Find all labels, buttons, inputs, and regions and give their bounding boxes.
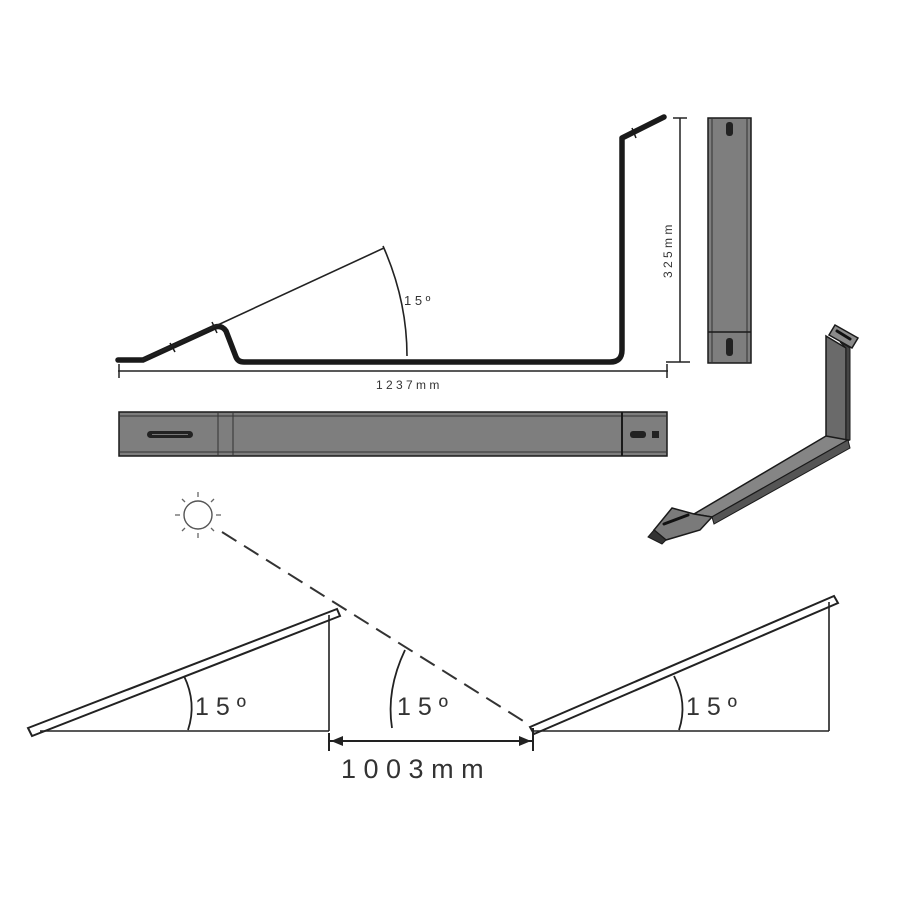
- length-label: 1 2 3 7 m m: [376, 378, 439, 392]
- panel-left: [26, 607, 342, 738]
- row-dim-arrow-left: [331, 736, 343, 746]
- angle-arc-sun: [389, 649, 406, 729]
- bracket-end-view: [707, 117, 752, 364]
- sun-icon: [175, 492, 221, 538]
- bracket-tick-mid: [211, 321, 218, 334]
- end-view-body: [707, 117, 752, 364]
- angle-reference-line: [141, 247, 385, 361]
- iso-mount-slot: [835, 329, 852, 341]
- iso-foot-slot: [662, 513, 690, 526]
- iso-face-foot-edge: [647, 529, 667, 545]
- plan-view-slot-short: [630, 431, 646, 438]
- bracket-profile-outline: [115, 114, 667, 365]
- bracket-side-profile: 1 5 º 1 2 3 7 m m 3 2 5 m m: [115, 114, 690, 392]
- bracket-plan-view: [118, 411, 668, 457]
- angle-arc-right: [673, 675, 684, 731]
- angle-arc: [382, 245, 408, 357]
- row-spacing-diagram: 1 5 º 1 5 º 1 5 º 1 0 0 3 m m: [26, 492, 840, 784]
- bracket-tick-top: [631, 127, 637, 139]
- panel-right: [528, 594, 840, 736]
- plan-view-body: [118, 411, 668, 457]
- sun-angle-label: 1 5 º: [397, 693, 448, 721]
- plan-view-hole: [652, 431, 659, 438]
- row-dim-arrow-right: [519, 736, 531, 746]
- iso-face-vertical: [825, 334, 847, 452]
- iso-face-diagonal-edge: [711, 439, 851, 525]
- height-label: 3 2 5 m m: [661, 225, 675, 278]
- bracket-isometric-view: [647, 323, 860, 545]
- panel-angle-left-label: 1 5 º: [195, 693, 246, 721]
- sun-ray-line: [221, 531, 529, 725]
- bracket-tick-left: [169, 342, 176, 353]
- iso-face-diagonal: [691, 435, 851, 518]
- panel-angle-right-label: 1 5 º: [686, 693, 737, 721]
- end-view-slot-top: [726, 122, 733, 136]
- angle-arc-left: [183, 675, 193, 731]
- end-view-slot-bottom: [726, 338, 733, 356]
- row-spacing-label: 1 0 0 3 m m: [341, 754, 484, 784]
- bracket-angle-label: 1 5 º: [404, 293, 431, 308]
